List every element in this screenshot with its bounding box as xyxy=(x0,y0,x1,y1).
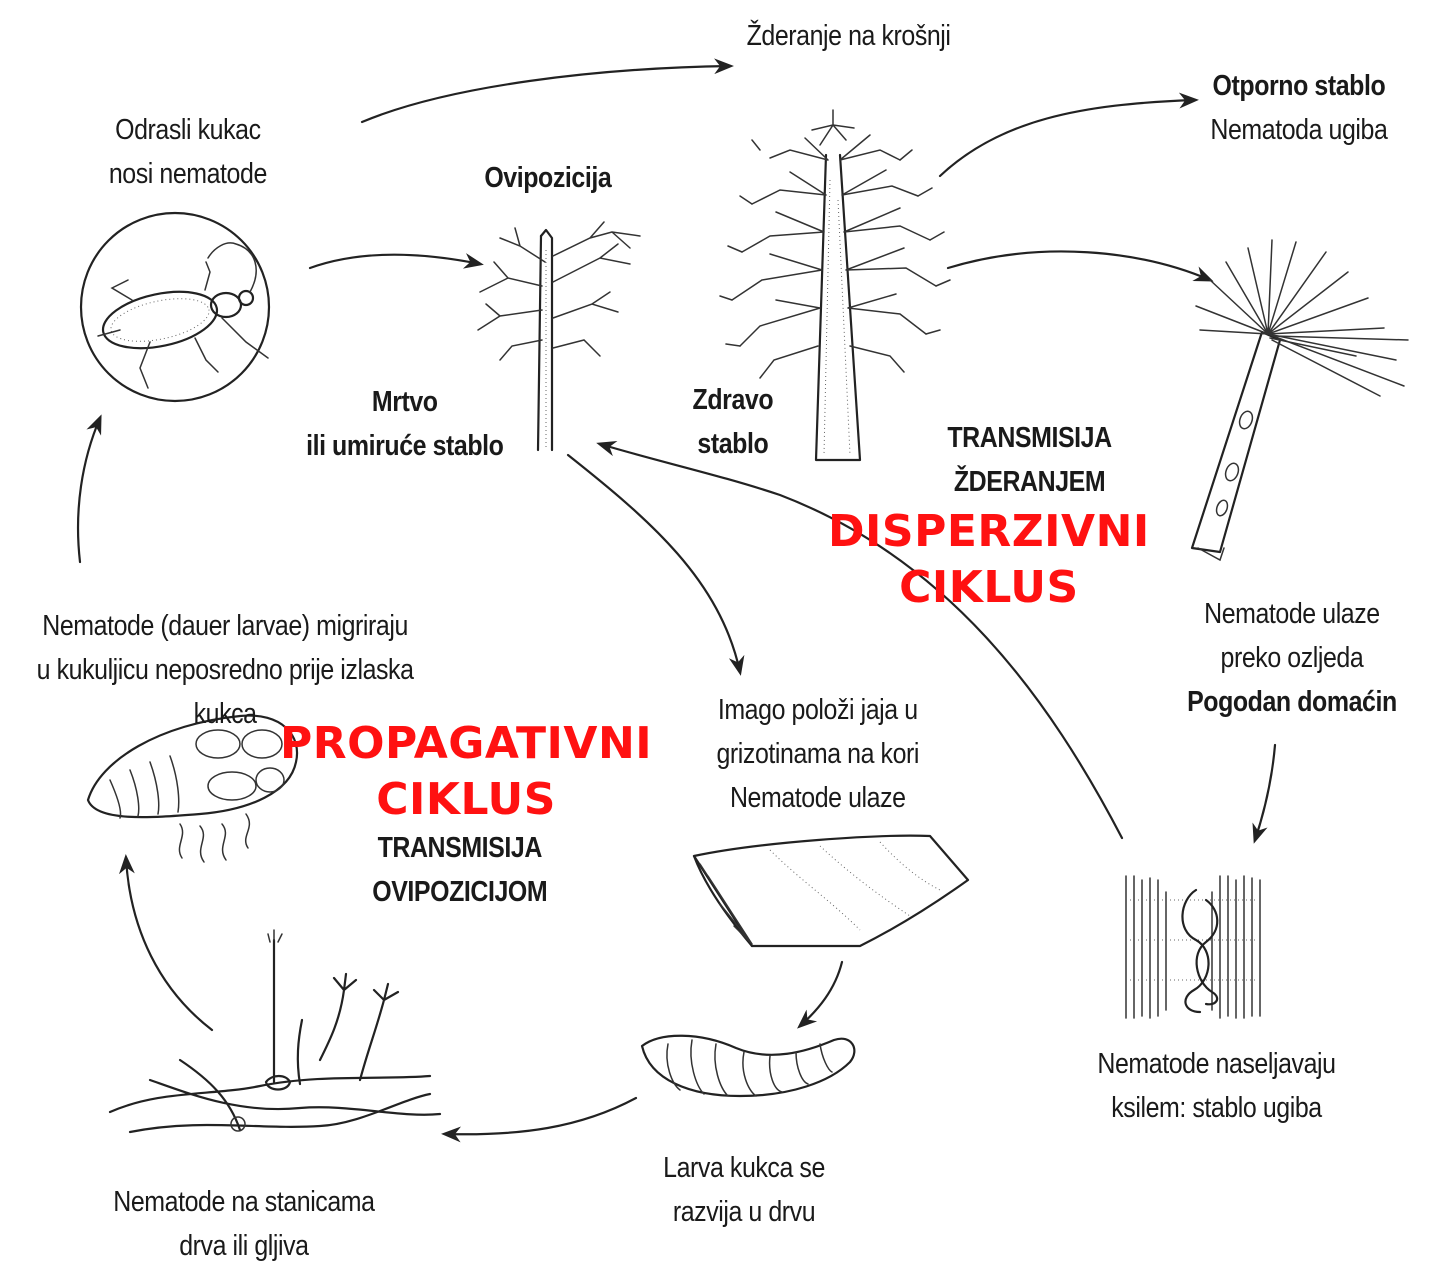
arrow-larva-to-wood-cells xyxy=(445,1098,636,1134)
arrow-to-susceptible-host xyxy=(948,251,1210,280)
label-feeding-transmission-line2: ŽDERANJEM xyxy=(947,460,1111,504)
label-imago-eggs-line2: grizotinama na kori xyxy=(716,732,919,776)
xylem-illustration xyxy=(1126,876,1260,1018)
label-feeding-transmission: TRANSMISIJA ŽDERANJEM xyxy=(947,416,1111,504)
adult-beetle-illustration xyxy=(81,213,269,401)
label-xylem-line2: ksilem: stablo ugiba xyxy=(1097,1086,1335,1130)
label-oviposition-transmission-line1: TRANSMISIJA xyxy=(372,826,547,870)
label-oviposition: Ovipozicija xyxy=(484,156,611,200)
label-nematodes-wounds: Nematode ulaze preko ozljeda Pogodan dom… xyxy=(1187,592,1397,724)
label-dead-tree: Mrtvo ili umiruće stablo xyxy=(306,380,503,468)
arrow-bark-to-larva xyxy=(800,962,842,1026)
label-dauer-migration-line1: Nematode (dauer larvae) migriraju xyxy=(37,604,414,648)
label-dead-tree-line1: Mrtvo xyxy=(306,380,503,424)
label-adult-insect: Odrasli kukac nosi nematode xyxy=(109,108,267,196)
fungus-illustration xyxy=(110,930,440,1132)
label-imago-eggs-line3: Nematode ulaze xyxy=(716,776,919,820)
pupa-illustration xyxy=(88,716,297,862)
label-nematodes-wounds-line2: preko ozljeda xyxy=(1187,636,1397,680)
label-oviposition-transmission-line2: OVIPOZICIJOM xyxy=(372,870,547,914)
label-larva-line2: razvija u drvu xyxy=(663,1190,825,1234)
arrow-to-crown-feeding xyxy=(362,66,730,122)
overlay-dispersive-line1: DISPERZIVNI xyxy=(828,504,1150,560)
label-nematodes-wounds-line1: Nematode ulaze xyxy=(1187,592,1397,636)
overlay-propagative-cycle: PROPAGATIVNI CIKLUS xyxy=(280,716,652,828)
overlay-dispersive-cycle: DISPERZIVNI CIKLUS xyxy=(828,504,1150,616)
label-suitable-host: Pogodan domaćin xyxy=(1187,680,1397,724)
label-crown-feeding: Žderanje na krošnji xyxy=(747,14,951,58)
arrow-host-to-xylem xyxy=(1255,745,1275,840)
label-adult-insect-line2: nosi nematode xyxy=(109,152,267,196)
label-resistant-tree: Otporno stablo Nematoda ugiba xyxy=(1210,64,1387,152)
arrow-to-resistant-tree xyxy=(940,100,1195,176)
label-wood-cells: Nematode na stanicama drva ili gljiva xyxy=(113,1180,374,1268)
arrow-wood-cells-to-pupa xyxy=(126,858,212,1030)
arrow-pupa-to-adult xyxy=(78,418,100,562)
label-xylem: Nematode naseljavaju ksilem: stablo ugib… xyxy=(1097,1042,1335,1130)
label-larva: Larva kukca se razvija u drvu xyxy=(663,1146,825,1234)
overlay-propagative-line2: CIKLUS xyxy=(280,772,652,828)
label-feeding-transmission-line1: TRANSMISIJA xyxy=(947,416,1111,460)
label-resistant-tree-line2: Nematoda ugiba xyxy=(1210,108,1387,152)
pine-shoot-illustration xyxy=(1192,240,1408,560)
overlay-propagative-line1: PROPAGATIVNI xyxy=(280,716,652,772)
label-healthy-tree-line1: Zdravo xyxy=(693,378,774,422)
label-imago-eggs-line1: Imago položi jaja u xyxy=(716,688,919,732)
label-dead-tree-line2: ili umiruće stablo xyxy=(306,424,503,468)
arrow-dead-tree-to-imago xyxy=(568,455,740,672)
label-wood-cells-line2: drva ili gljiva xyxy=(113,1224,374,1268)
label-wood-cells-line1: Nematode na stanicama xyxy=(113,1180,374,1224)
label-xylem-line1: Nematode naseljavaju xyxy=(1097,1042,1335,1086)
label-larva-line1: Larva kukca se xyxy=(663,1146,825,1190)
larva-illustration xyxy=(642,1036,854,1096)
bark-illustration xyxy=(694,836,968,946)
label-oviposition-transmission: TRANSMISIJA OVIPOZICIJOM xyxy=(372,826,547,914)
overlay-dispersive-line2: CIKLUS xyxy=(828,560,1150,616)
label-dauer-migration-line2: u kukuljicu neposredno prije izlaska xyxy=(37,648,414,692)
label-healthy-tree: Zdravo stablo xyxy=(693,378,774,466)
arrow-insect-to-dead-tree xyxy=(310,255,480,268)
label-imago-eggs: Imago položi jaja u grizotinama na kori … xyxy=(716,688,919,820)
label-healthy-tree-line2: stablo xyxy=(693,422,774,466)
label-resistant-tree-line1: Otporno stablo xyxy=(1210,64,1387,108)
label-adult-insect-line1: Odrasli kukac xyxy=(109,108,267,152)
